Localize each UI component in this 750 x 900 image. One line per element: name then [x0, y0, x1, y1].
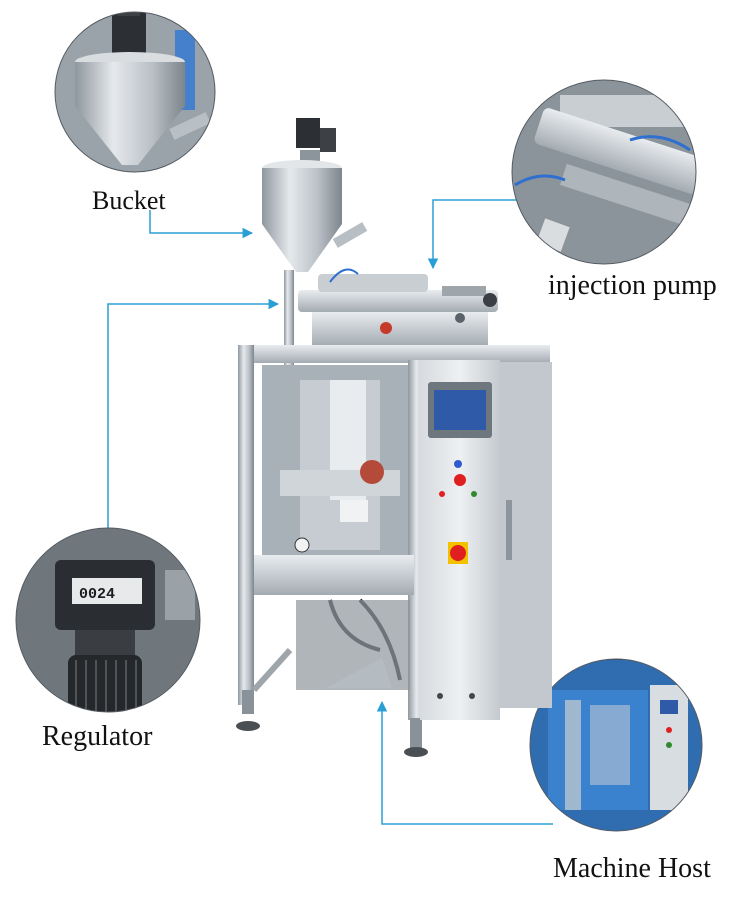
regulator-detail-circle [15, 527, 201, 713]
regulator-counter-display: 0024 [79, 586, 115, 603]
bucket-detail-circle [54, 11, 216, 173]
indicator-blue [454, 460, 462, 468]
injection-pump-assembly [298, 268, 498, 346]
callout-injection-pump-line [427, 199, 530, 270]
label-machine-host: Machine Host [553, 853, 711, 884]
touch-screen [434, 390, 486, 430]
callout-regulator-line [107, 298, 280, 532]
forming-sealing-section [262, 365, 410, 690]
callout-machine-host-line [376, 700, 553, 825]
label-bucket: Bucket [92, 186, 166, 215]
control-cabinet [420, 360, 552, 720]
indicator-red [454, 474, 466, 486]
machine-host-detail-circle [529, 658, 703, 832]
emergency-stop-button [448, 542, 468, 564]
indicator-green [471, 491, 477, 497]
packaging-machine [236, 118, 552, 757]
indicator-red-small [439, 491, 445, 497]
hopper-bucket [262, 118, 368, 272]
callout-bucket-line [149, 210, 254, 239]
injection-pump-detail-circle [511, 79, 697, 265]
label-regulator: Regulator [42, 721, 153, 752]
label-injection-pump: injection pump [548, 270, 717, 301]
